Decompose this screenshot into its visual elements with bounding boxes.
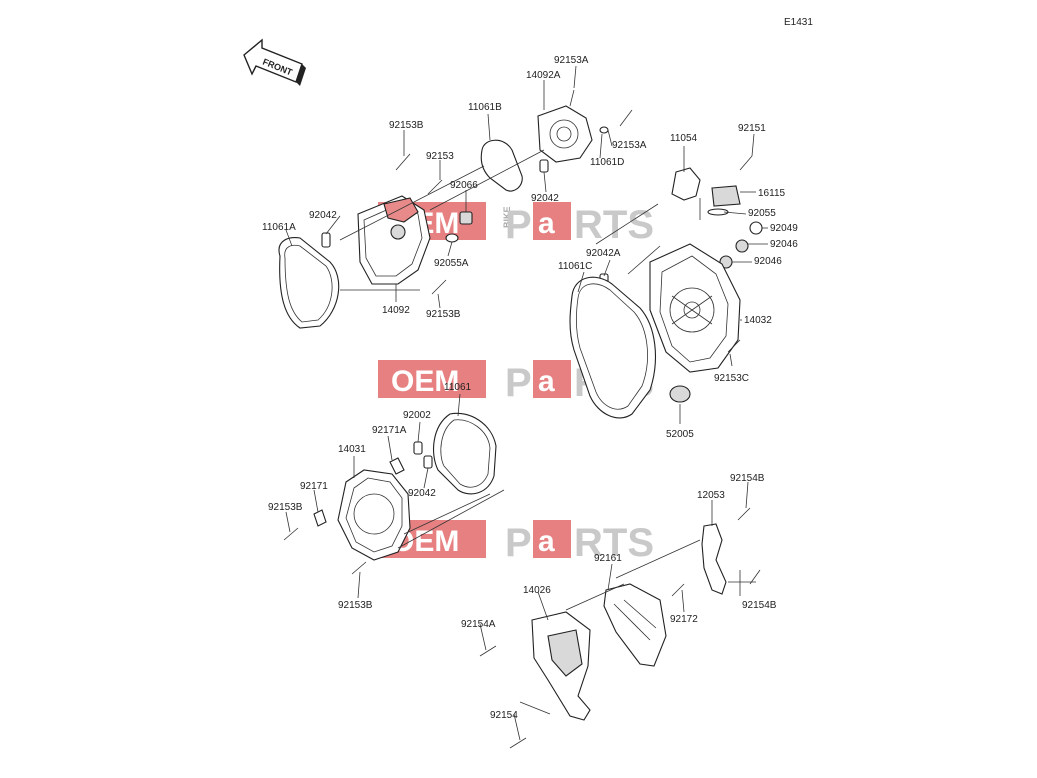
chain-cover-14026-inner [547, 629, 583, 677]
label-11061: 11061 [444, 382, 472, 393]
label-92055: 92055 [748, 208, 776, 219]
label-92055a: 92055A [434, 258, 469, 269]
label-92153a: 92153A [612, 140, 647, 151]
label-92171: 92171 [300, 481, 328, 492]
clamp-92171a [389, 457, 405, 475]
watermark-oem-text: OEM [391, 365, 459, 398]
bolt-92153a-right [619, 109, 633, 127]
label-92151: 92151 [738, 123, 766, 134]
callout-labels: 92153A 14092A 11061B 92153B 92153 92153A… [262, 55, 798, 721]
label-11061d: 11061D [590, 157, 624, 168]
label-92172: 92172 [670, 614, 698, 625]
label-92153b: 92153B [426, 309, 461, 320]
gasket-11061b [480, 139, 523, 192]
label-92042: 92042 [408, 488, 436, 499]
label-14032: 14032 [744, 315, 772, 326]
label-92002: 92002 [403, 410, 431, 421]
pin-92002 [413, 441, 423, 455]
label-11061c: 11061C [558, 261, 592, 272]
bolt-92153b-top [395, 153, 411, 171]
clamp-92171 [313, 509, 327, 527]
bolt-92172 [671, 583, 685, 597]
watermark-rts-text: RTS [574, 203, 654, 247]
label-14031: 14031 [338, 444, 366, 455]
label-92042: 92042 [309, 210, 337, 221]
cover-14092-boss [390, 224, 406, 240]
watermark-p-text: P [505, 521, 532, 565]
label-11061a: 11061A [262, 222, 296, 233]
watermark-rts-text: RTS [574, 521, 654, 565]
label-92153: 92153 [426, 151, 454, 162]
bracket-11054 [671, 167, 701, 201]
label-14092a: 14092A [526, 70, 561, 81]
bracket-12053 [701, 523, 727, 595]
bolt-92153b-bottom [351, 561, 367, 575]
label-92153b: 92153B [338, 600, 373, 611]
label-92154b: 92154B [730, 473, 765, 484]
watermark-p-text: P [505, 203, 532, 247]
label-92161: 92161 [594, 553, 622, 564]
label-14026: 14026 [523, 585, 551, 596]
label-12053: 12053 [697, 490, 725, 501]
label-92046: 92046 [754, 256, 782, 267]
label-92153b: 92153B [389, 120, 424, 131]
bolt-92153a-top [569, 89, 575, 107]
cap-16115 [711, 185, 741, 207]
pin-92042-mid [539, 159, 549, 173]
label-92046: 92046 [770, 239, 798, 250]
label-92154b: 92154B [742, 600, 777, 611]
label-92042a: 92042A [586, 248, 621, 259]
label-92154: 92154 [490, 710, 518, 721]
bolt-92151 [739, 155, 753, 171]
watermark-a-text: a [538, 207, 555, 240]
bolt-92154 [509, 737, 527, 749]
bolt-92154b-top [737, 507, 751, 521]
pin-92042-lower [423, 455, 433, 469]
bolt-92153-top [427, 179, 443, 195]
label-16115: 16115 [758, 188, 786, 199]
label-92066: 92066 [450, 180, 478, 191]
diagram-code: E1431 [784, 17, 813, 28]
watermark-a-text: a [538, 525, 555, 558]
gasket-11061a [278, 236, 340, 329]
label-92042: 92042 [531, 193, 559, 204]
watermark-a-text: a [538, 365, 555, 398]
generator-cover-14031 [337, 469, 411, 561]
label-92154a: 92154A [461, 619, 496, 630]
label-92153c: 92153C [714, 373, 749, 384]
gasket-11061 [433, 412, 497, 495]
bolt-92153b-left [283, 527, 299, 541]
label-52005: 52005 [666, 429, 694, 440]
bolt-92154a [479, 645, 497, 657]
label-11061b: 11061B [468, 102, 502, 113]
label-92153b: 92153B [268, 502, 303, 513]
label-92171a: 92171A [372, 425, 407, 436]
label-14092: 14092 [382, 305, 410, 316]
watermark-bike-text: BIKE [502, 206, 512, 228]
oring-92055a [445, 233, 459, 243]
label-92049: 92049 [770, 223, 798, 234]
label-92153a: 92153A [554, 55, 589, 66]
watermark-p-text: P [505, 361, 532, 405]
seal-92049 [749, 221, 763, 235]
plug-92066 [459, 211, 473, 225]
bearing-92046-a [735, 239, 749, 253]
label-11054: 11054 [670, 133, 698, 144]
front-arrow-icon: FRONT [243, 38, 306, 86]
seal-52005 [669, 385, 691, 403]
oring-11061d [599, 126, 609, 134]
pin-92042-left [321, 232, 331, 248]
cover-14092a [537, 105, 593, 163]
bolt-92153b-lower [431, 279, 447, 295]
bolt-92153c [727, 339, 741, 353]
